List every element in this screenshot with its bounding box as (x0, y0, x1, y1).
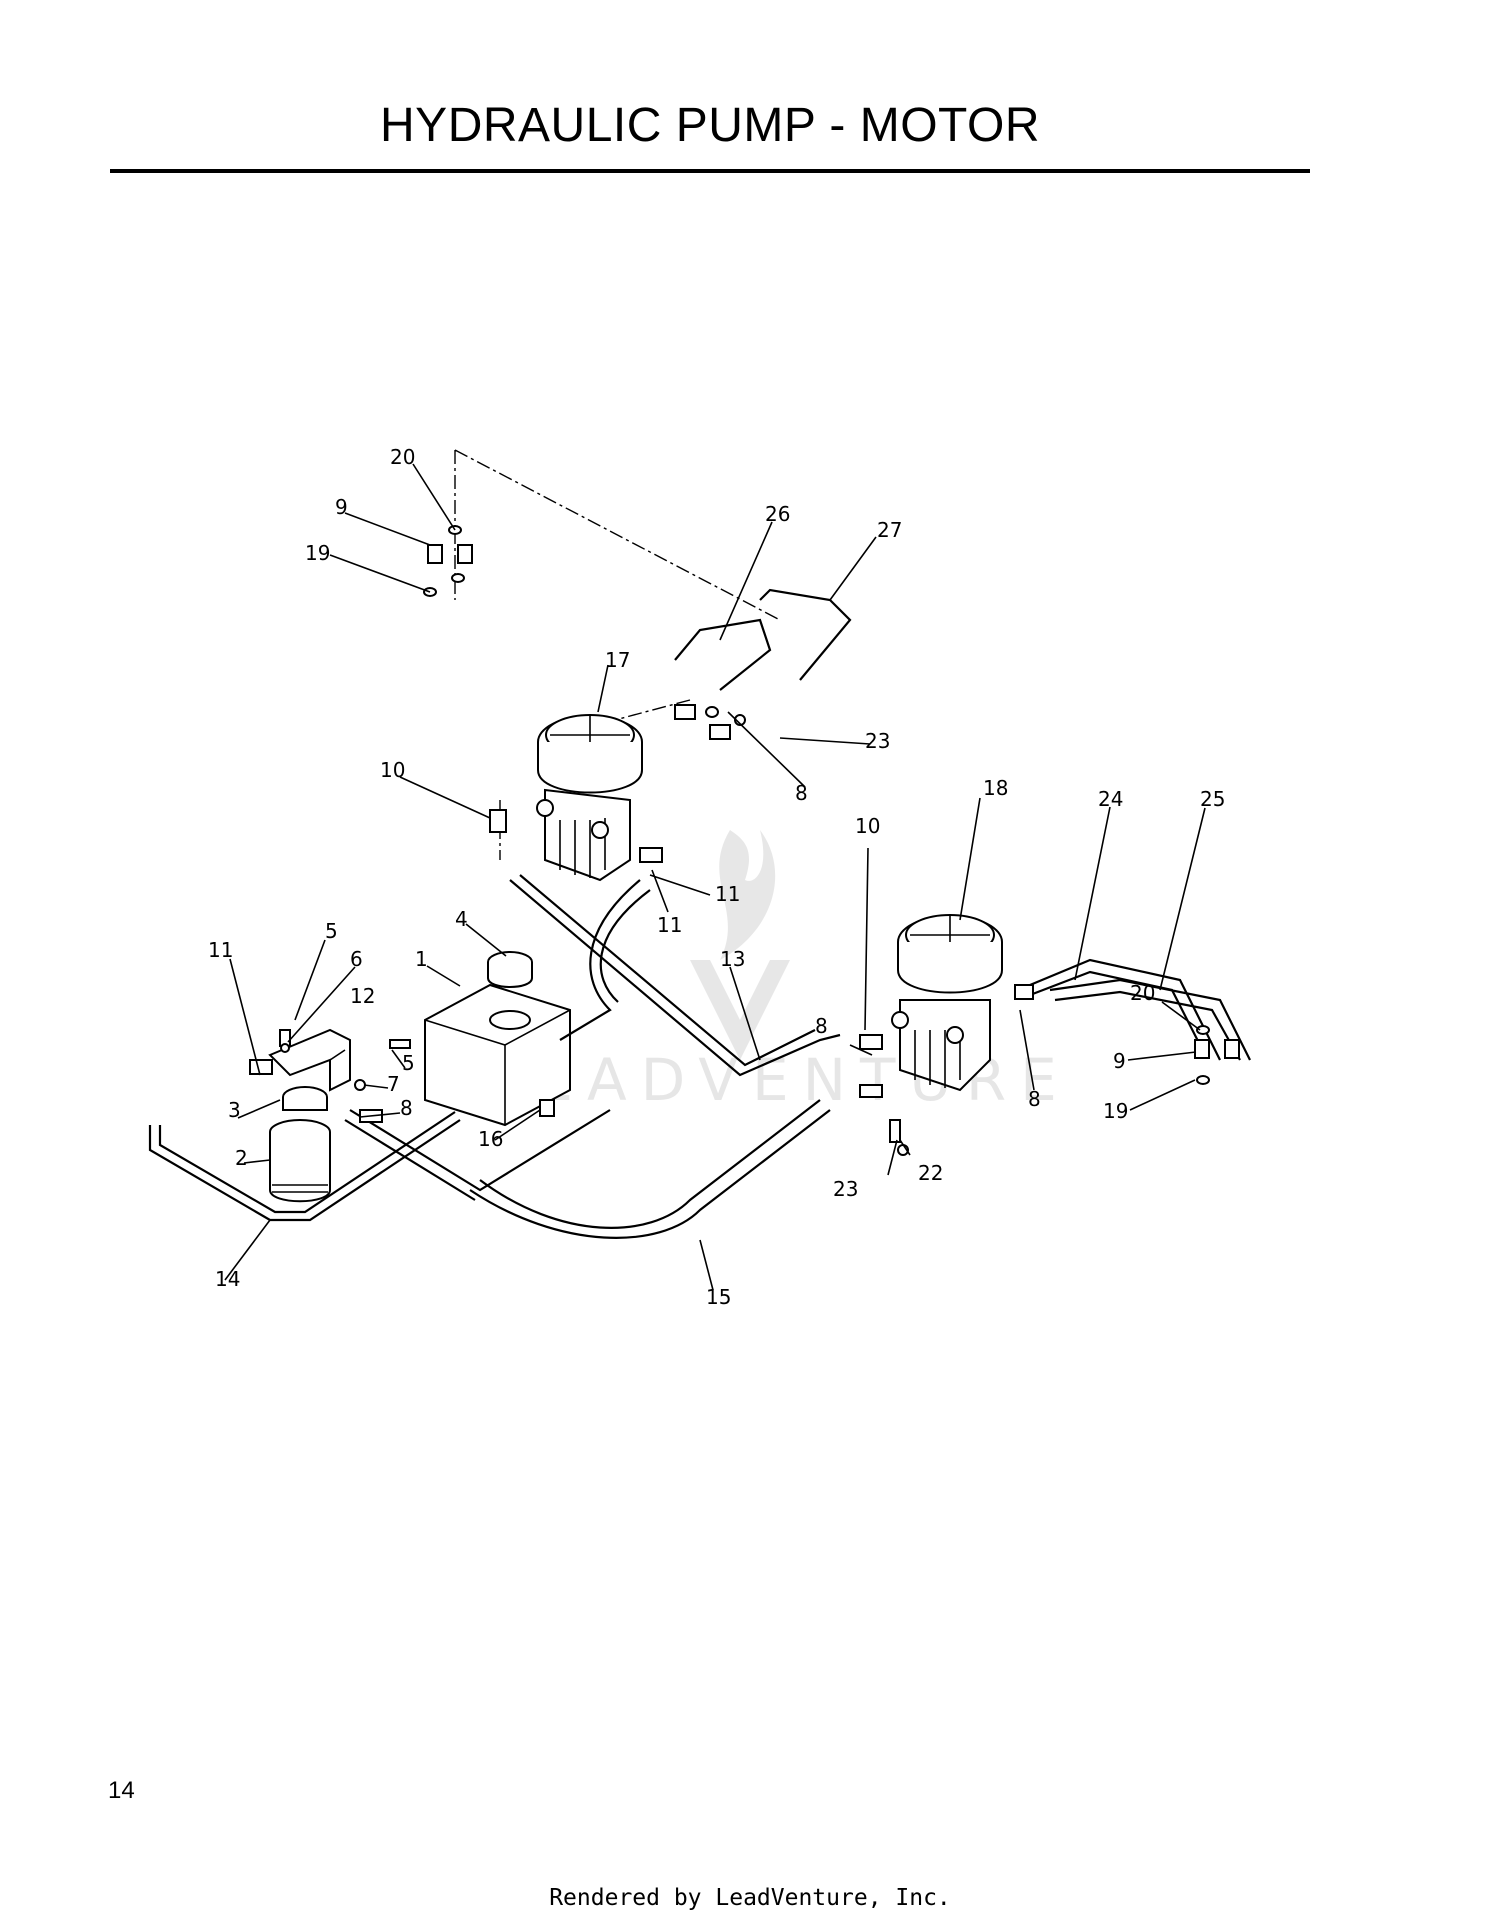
tube-25 (1049, 978, 1251, 1061)
title-rule (110, 169, 1310, 173)
callout-13: 13 (720, 947, 745, 971)
callout-10-left: 10 (380, 758, 405, 782)
callout-7: 7 (387, 1072, 400, 1096)
pump-17 (536, 714, 643, 882)
tube-26 (674, 618, 772, 691)
bracket-12 (268, 1028, 351, 1092)
pump-18 (891, 914, 1003, 1092)
callout-8-top: 8 (795, 781, 808, 805)
callout-12: 12 (350, 984, 375, 1008)
callout-23-top: 23 (865, 729, 890, 753)
callout-15: 15 (706, 1285, 731, 1309)
leader-lines (224, 463, 1206, 1291)
footer-credit: Rendered by LeadVenture, Inc. (549, 1885, 951, 1911)
tube-27 (759, 588, 852, 681)
oil-filter-2 (269, 1086, 331, 1203)
callout-5-lower: 5 (402, 1051, 415, 1075)
hoses-and-tubes (148, 588, 1251, 1239)
callout-18: 18 (983, 776, 1008, 800)
callout-5-upper: 5 (325, 919, 338, 943)
callout-1: 1 (415, 947, 428, 971)
callout-9-left: 9 (335, 495, 348, 519)
watermark-logo: LEADVENTURE (490, 830, 1057, 1114)
callout-19-right: 19 (1103, 1099, 1128, 1123)
callout-22: 22 (918, 1161, 943, 1185)
page-number: 14 (108, 1777, 135, 1804)
callout-25: 25 (1200, 787, 1225, 811)
callout-16: 16 (478, 1127, 503, 1151)
alignment-line-top (454, 449, 781, 860)
callout-11-left: 11 (208, 938, 233, 962)
callout-8-center: 8 (815, 1014, 828, 1038)
callout-11-center: 11 (715, 882, 740, 906)
callout-10-right: 10 (855, 814, 880, 838)
reservoir-tank-1 (424, 951, 571, 1127)
callout-4: 4 (455, 907, 468, 931)
callout-3: 3 (228, 1098, 241, 1122)
callout-6: 6 (350, 947, 363, 971)
callout-19-left: 19 (305, 541, 330, 565)
callout-20-left: 20 (390, 445, 415, 469)
callout-23-bottom: 23 (833, 1177, 858, 1201)
callout-14: 14 (215, 1267, 240, 1291)
hose-13 (509, 879, 841, 1077)
tube-24 (1029, 958, 1221, 1061)
callout-8-left: 8 (400, 1096, 413, 1120)
callout-labels: 20 9 19 26 27 17 23 8 10 11 11 4 1 13 5 … (208, 445, 1225, 1309)
hose-15 (469, 1109, 831, 1239)
callout-27: 27 (877, 518, 902, 542)
callout-17: 17 (605, 648, 630, 672)
fittings (249, 525, 1240, 1156)
callout-21: 11 (657, 913, 682, 937)
callout-20-right: 20 (1130, 981, 1155, 1005)
callout-24: 24 (1098, 787, 1123, 811)
callout-8-right: 8 (1028, 1087, 1041, 1111)
callout-2: 2 (235, 1146, 248, 1170)
callout-26: 26 (765, 502, 790, 526)
callout-9-right: 9 (1113, 1049, 1126, 1073)
page-title: HYDRAULIC PUMP - MOTOR (380, 99, 1040, 152)
